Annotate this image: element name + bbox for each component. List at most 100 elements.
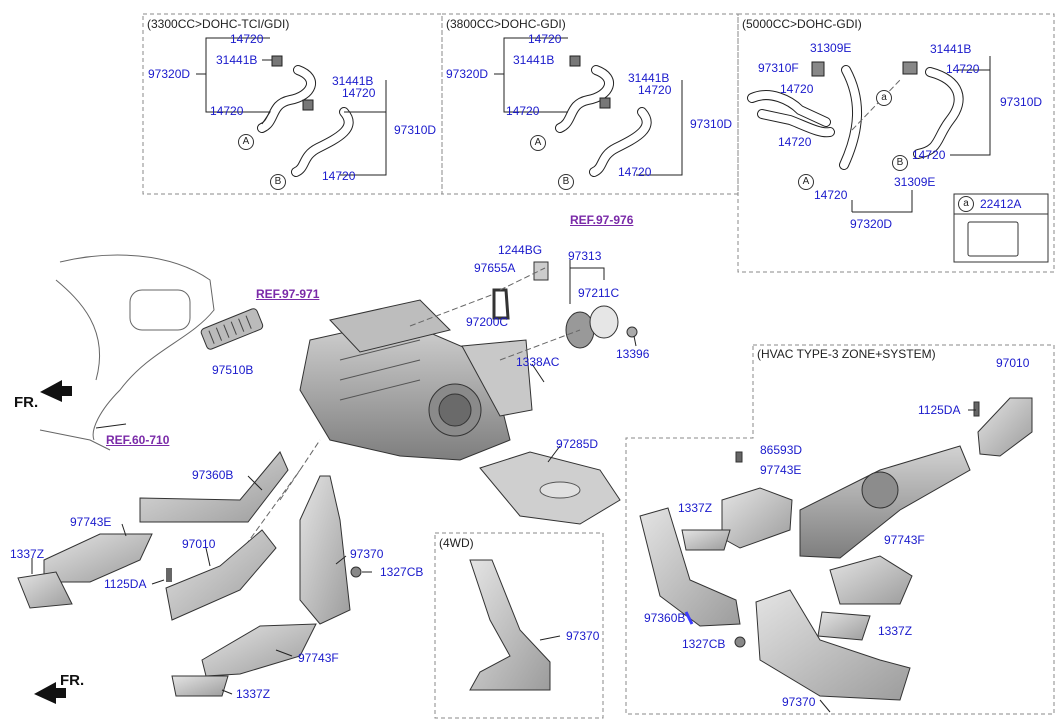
part-label-14720[interactable]: 14720 (780, 82, 814, 96)
part-label-1337z[interactable]: 1337Z (878, 624, 913, 638)
grille-1337z-r1 (681, 529, 731, 551)
grille-1337z-left1 (17, 571, 73, 609)
front-direction-label: FR. (60, 672, 85, 689)
part-label-97211c[interactable]: 97211C (578, 286, 620, 300)
ref-link-97-971[interactable]: REF.97-971 (256, 287, 320, 301)
panel-title-5000cc: (5000CC>DOHC-GDI) (742, 17, 862, 31)
part-label-97010[interactable]: 97010 (996, 356, 1030, 370)
part-label-14720[interactable]: 14720 (618, 165, 652, 179)
blower-motor (565, 305, 638, 349)
hose-set-3800 (555, 55, 652, 177)
part-label-97313[interactable]: 97313 (568, 249, 602, 263)
panel-title-hvac-3zone: (HVAC TYPE-3 ZONE+SYSTEM) (757, 347, 936, 361)
part-label-14720[interactable]: 14720 (506, 104, 540, 118)
cover-97743f-left (201, 623, 317, 677)
part-label-1125da[interactable]: 1125DA (104, 577, 147, 591)
part-label-97310d[interactable]: 97310D (394, 123, 437, 137)
part-label-97320d[interactable]: 97320D (446, 67, 489, 81)
part-label-97320d[interactable]: 97320D (148, 67, 191, 81)
callout-A-marker: A (238, 134, 254, 150)
part-label-97320d[interactable]: 97320D (850, 217, 893, 231)
fr-arrow-icon-2 (34, 682, 66, 704)
part-label-1337z[interactable]: 1337Z (678, 501, 713, 515)
part-label-97655a[interactable]: 97655A (474, 261, 516, 275)
part-label-97285d[interactable]: 97285D (556, 437, 599, 451)
part-label-97360b[interactable]: 97360B (644, 611, 686, 625)
callout-B-marker: B (892, 155, 908, 171)
duct-97010-right (977, 397, 1033, 457)
part-label-97743f[interactable]: 97743F (884, 533, 925, 547)
part-label-1337z[interactable]: 1337Z (236, 687, 271, 701)
part-label-22412a[interactable]: 22412A (980, 197, 1022, 211)
part-label-14720[interactable]: 14720 (342, 86, 376, 100)
part-label-97370[interactable]: 97370 (782, 695, 816, 709)
front-direction-label: FR. (14, 394, 39, 411)
part-label-97010[interactable]: 97010 (182, 537, 216, 551)
cover-97743f-right (829, 555, 913, 605)
part-label-14720[interactable]: 14720 (230, 32, 264, 46)
part-label-13396[interactable]: 13396 (616, 347, 650, 361)
part-label-14720[interactable]: 14720 (778, 135, 812, 149)
part-label-31441b[interactable]: 31441B (930, 42, 972, 56)
panel-title-3300cc: (3300CC>DOHC-TCI/GDI) (147, 17, 290, 31)
part-label-31309e[interactable]: 31309E (810, 41, 852, 55)
hose-set-5000 (747, 61, 964, 170)
part-label-14720[interactable]: 14720 (946, 62, 980, 76)
part-label-31441b[interactable]: 31441B (332, 74, 374, 88)
callout-B-marker: B (558, 174, 574, 190)
warning-label-icon (967, 221, 1019, 257)
grille-1337z-r2 (817, 611, 871, 641)
callout-B-marker: B (270, 174, 286, 190)
callout-A-marker: A (530, 135, 546, 151)
part-label-1244bg[interactable]: 1244BG (498, 243, 543, 257)
hose-set-3300 (257, 55, 354, 177)
part-label-1338ac[interactable]: 1338AC (516, 355, 560, 369)
part-label-97370[interactable]: 97370 (350, 547, 384, 561)
part-label-31441b[interactable]: 31441B (513, 53, 555, 67)
part-label-14720[interactable]: 14720 (322, 169, 356, 183)
part-label-97743e[interactable]: 97743E (70, 515, 112, 529)
duct-97370-4wd (469, 559, 551, 691)
callout-A-marker: A (798, 174, 814, 190)
panel-title-4wd: (4WD) (439, 536, 474, 550)
ref-link-97-976[interactable]: REF.97-976 (570, 213, 634, 227)
vent-grille (200, 308, 264, 350)
part-label-14720[interactable]: 14720 (912, 148, 946, 162)
part-label-1125da[interactable]: 1125DA (918, 403, 961, 417)
part-label-14720[interactable]: 14720 (638, 83, 672, 97)
part-label-86593d[interactable]: 86593D (760, 443, 803, 457)
part-label-1327cb[interactable]: 1327CB (380, 565, 424, 579)
part-label-97510b[interactable]: 97510B (212, 363, 254, 377)
part-label-97310f[interactable]: 97310F (758, 61, 799, 75)
part-label-14720[interactable]: 14720 (814, 188, 848, 202)
filter-cover (461, 339, 533, 417)
part-label-31309e[interactable]: 31309E (894, 175, 936, 189)
callout-a-marker: a (876, 90, 892, 106)
part-label-97370[interactable]: 97370 (566, 629, 600, 643)
part-label-14720[interactable]: 14720 (528, 32, 562, 46)
duct-97360b-right (639, 507, 741, 627)
part-label-1337z[interactable]: 1337Z (10, 547, 45, 561)
body-outline (39, 254, 215, 451)
part-label-97743e[interactable]: 97743E (760, 463, 802, 477)
legend-a-marker: a (958, 196, 974, 212)
part-label-14720[interactable]: 14720 (210, 104, 244, 118)
part-label-1327cb[interactable]: 1327CB (682, 637, 726, 651)
panel-title-3800cc: (3800CC>DOHC-GDI) (446, 17, 566, 31)
part-label-97310d[interactable]: 97310D (1000, 95, 1043, 109)
duct-97360b (139, 451, 289, 523)
part-label-31441b[interactable]: 31441B (216, 53, 258, 67)
part-label-97743f[interactable]: 97743F (298, 651, 339, 665)
part-label-97310d[interactable]: 97310D (690, 117, 733, 131)
part-label-31441b[interactable]: 31441B (628, 71, 670, 85)
part-label-97200c[interactable]: 97200C (466, 315, 509, 329)
part-label-97360b[interactable]: 97360B (192, 468, 234, 482)
cover-97743e-left (43, 533, 153, 583)
cover-97743e-right (721, 487, 793, 549)
hvac-main-unit (299, 299, 511, 461)
ref-link-60-710[interactable]: REF.60-710 (106, 433, 170, 447)
duct-97010-left (165, 529, 277, 621)
fr-arrow-icon (40, 380, 72, 402)
